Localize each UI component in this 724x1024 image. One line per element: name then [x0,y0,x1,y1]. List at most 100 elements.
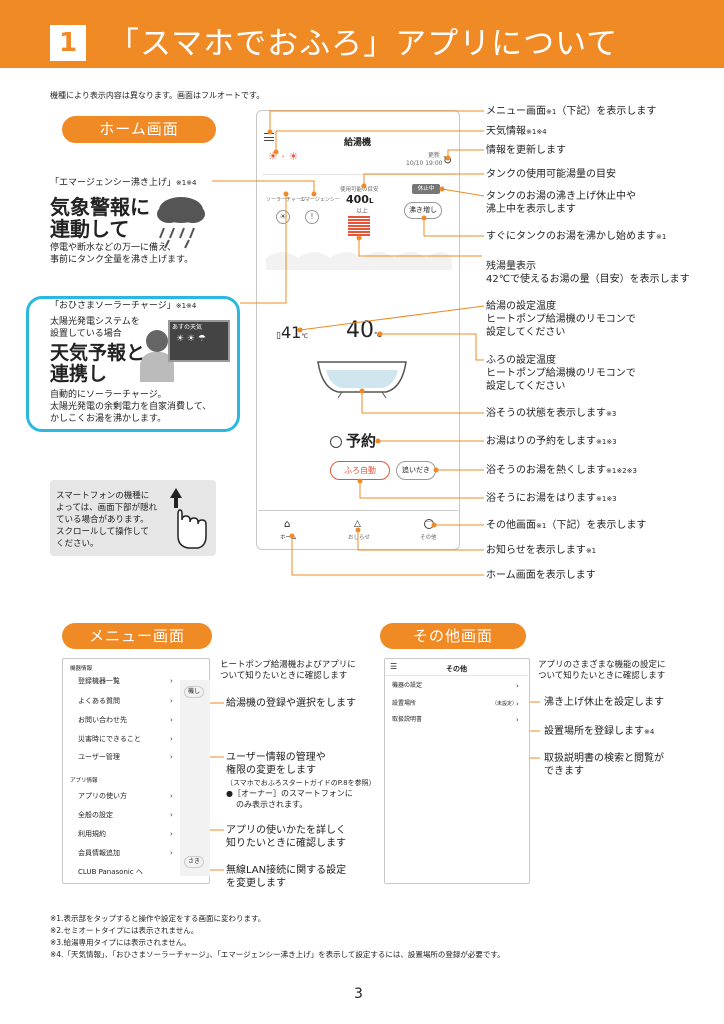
chevron-icon: › [516,682,519,690]
storm-cloud-icon [152,192,210,254]
emergency-title-1: 気象警報に [50,195,150,219]
menu-ann-0-1: ヒートポンプ給湯機およびアプリに [220,660,356,670]
ann-bath-3: 設定してください [486,381,566,392]
other-ann-0-1: アプリのさまざまな機能の設定に [538,660,666,670]
solar-desc-2: 太陽光発電の余剰電力を自家消費して、 [50,402,212,412]
home-icon[interactable]: ⌂ [284,519,291,530]
menu-item-club[interactable]: CLUB Panasonic へ [78,868,143,876]
chevron-icon: › [170,792,173,800]
emergency-title-2: 連動して [50,217,130,241]
ann-bath-2: ヒートポンプ給湯機のリモコンで [486,368,636,379]
solar-desc-3: かしこくお湯を沸かします。 [50,414,167,424]
update-label-1: 更新 [427,152,440,159]
phone-title: 給湯機 [344,138,372,148]
menu-screen-pill: メニュー画面 [62,623,212,649]
menu-ann-2-note1: （スマホでおふろスタートガイドのP.8を参照） [226,779,376,787]
ann-remain-1: 残湯量表示 [486,261,536,272]
other-ann-3-1: 取扱説明書の検索と閲覧が [544,753,664,764]
emergency-icon[interactable]: ! [305,210,319,224]
ann-reserve: お湯はりの予約をします※1※3 [486,436,617,447]
update-label-2: 10/10 19:00 [406,160,443,167]
menu-ann-0-2: ついて知りたいときに確認します [220,671,348,681]
ann-stop-1: タンクのお湯の沸き上げ休止中や [486,191,636,202]
tank-gauge [348,216,370,236]
home-screen-pill: ホーム画面 [62,116,216,143]
solar-title-1: 天気予報と [50,342,146,364]
menu-peek-btn-2: さき [184,856,205,868]
solar-highlight-frame [26,296,240,432]
ann-reheat: 浴そうのお湯を熱くします※1※2※3 [486,465,637,476]
top-note: 機種により表示内容は異なります。画面はフルオートです。 [50,91,265,100]
other-ann-0-2: ついて知りたいときに確認します [538,671,666,681]
menu-item-disaster[interactable]: 災害時にできること [78,735,141,743]
other-title: その他 [446,665,467,673]
bathtub-icon [316,356,408,404]
tank-value: 400L [346,193,374,206]
ann-supply-3: 設定してください [486,327,566,338]
menu-section-app: アプリ情報 [70,778,98,784]
chevron-icon: › [170,697,173,705]
chevron-icon: › [516,700,519,708]
solar-charge-icon[interactable]: ☀ [276,210,290,224]
chevron-icon: › [170,735,173,743]
scroll-note-3: ている場合があります。 [56,515,149,525]
ann-supply-1: 給湯の設定温度 [486,301,556,312]
swipe-hand-icon [166,486,210,554]
ann-bath-1: ふろの設定温度 [486,355,556,366]
menu-item-general[interactable]: 全般の設定 [78,811,113,819]
menu-item-faq[interactable]: よくある質問 [78,697,120,705]
other-ann-1: 沸き上げ休止を設定します [544,697,664,708]
emergency-desc-1: 停電や断水などの万一に備え、 [50,243,177,253]
menu-item-howto[interactable]: アプリの使い方 [78,792,127,800]
nav-notice[interactable]: おしらせ [348,535,370,541]
phone-divider [262,174,456,175]
page-number: 3 [354,986,363,1002]
other-item-manual[interactable]: 取扱説明書 [392,716,423,723]
refresh-icon[interactable]: ↻ [443,154,453,167]
ann-update: 情報を更新します [486,145,566,156]
menu-item-contact[interactable]: お問い合わせ先 [78,716,127,724]
nav-home[interactable]: ホーム [280,535,297,541]
menu-item-member[interactable]: 会員情報追加 [78,849,120,857]
bell-icon[interactable]: △ [354,519,361,529]
other-menu-icon[interactable]: ☰ [390,662,398,671]
ann-tub: 浴そうの状態を表示します※3 [486,408,617,419]
page-title: 「スマホでおふろ」アプリについて [108,26,619,62]
menu-ann-2-note3: のみ表示されます。 [236,800,308,809]
menu-section-device: 機器情報 [70,666,93,672]
solar-title-2: 連携し [50,363,108,385]
menu-item-terms[interactable]: 利用規約 [78,830,106,838]
other-divider [386,675,528,676]
stop-badge: 休止中 [412,184,440,194]
menu-peek [180,680,210,876]
footnote-3: ※3.給湯専用タイプには表示されません。 [50,938,191,947]
other-ann-2: 設置場所を登録します※4 [544,726,655,737]
chevron-icon: › [170,716,173,724]
person-head-icon [146,330,168,352]
reserve-button[interactable]: 予約 [346,432,377,450]
menu-ann-2-1: ユーザー情報の管理や [226,752,326,763]
menu-ann-3-2: 知りたいときに確認します [226,838,346,849]
menu-ann-3-1: アプリの使いかたを詳しく [226,825,346,836]
ann-other: その他画面※1（下記）を表示します [486,520,647,531]
page-header [0,0,724,68]
ann-weather: 天気情報※1※4 [486,126,547,137]
ann-menu: メニュー画面※1（下記）を表示します [486,106,657,117]
scroll-note-2: よっては、画面下部が隠れ [56,503,158,513]
other-item-location[interactable]: 設置場所 [392,700,417,707]
footnote-1: ※1.表示部をタップすると操作や設定をする画面に変わります。 [50,914,266,923]
tank-label: 使用可能の目安 [340,187,379,193]
menu-item-devices[interactable]: 登録機器一覧 [78,677,120,685]
chevron-icon: › [170,677,173,685]
nav-other[interactable]: その他 [420,535,437,541]
menu-item-users[interactable]: ユーザー管理 [78,753,120,761]
ann-home: ホーム画面を表示します [486,570,596,581]
section-number: 1 [50,25,86,61]
ann-boil: すぐにタンクのお湯を沸かし始めます※1 [486,231,667,242]
scroll-note-4: スクロールして操作して [56,527,149,537]
other-screen [384,658,530,884]
emergency-label: エマージェンシー [300,197,340,203]
chevron-icon: › [170,849,173,857]
other-item-device[interactable]: 機器の設定 [392,682,423,689]
supply-temp[interactable]: ▯41℃ [276,323,309,342]
